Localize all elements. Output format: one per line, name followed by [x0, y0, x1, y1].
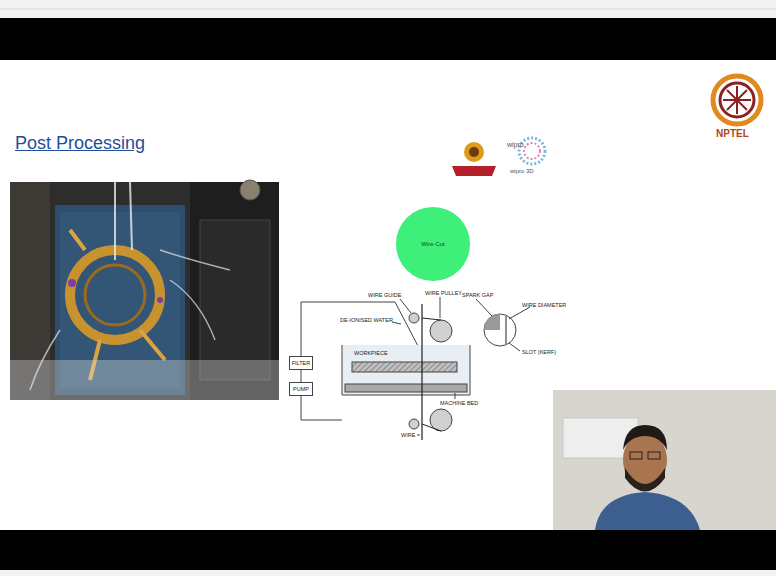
logo-text: wipro 3D	[510, 168, 534, 175]
top-bar	[0, 18, 776, 60]
node-label: Wire Cut	[421, 241, 444, 247]
wire-guide	[409, 313, 419, 323]
bottom-strip	[0, 570, 776, 576]
pipe-connector	[301, 370, 302, 382]
filter-box: FILTER	[289, 356, 313, 370]
detail-circle	[484, 314, 516, 346]
logo-text: NPTEL	[716, 128, 749, 139]
institute-logo	[452, 142, 496, 176]
top-strip	[0, 0, 776, 18]
machine-bed	[345, 384, 467, 392]
part-label: WIRE DIAMETER	[522, 302, 566, 308]
wire-guide-lower	[409, 419, 419, 429]
part-label: DE-IONISED WATER	[340, 317, 393, 323]
part-label: SPARK GAP	[462, 292, 493, 298]
tank	[342, 345, 470, 395]
wire-pulley	[430, 320, 452, 342]
webcam-inset	[553, 390, 776, 530]
process-circle: Wire Cut	[396, 207, 470, 281]
top-ruler	[0, 9, 776, 10]
wire-line	[421, 304, 422, 440]
part-label: MACHINE BED	[440, 400, 478, 406]
node-label: PUMP	[293, 386, 309, 392]
part-label: WORKPIECE	[354, 350, 388, 356]
logo-text: wipro	[507, 141, 524, 149]
pump-box: PUMP	[289, 382, 313, 396]
wire-edm-schematic	[301, 297, 530, 440]
nptel-logo	[713, 76, 761, 124]
workpiece	[352, 362, 457, 372]
machine-photo	[10, 180, 279, 400]
part-label: WIRE PULLEY	[425, 290, 462, 296]
slide-title: Post Processing	[15, 133, 145, 154]
part-label: WIRE	[401, 432, 415, 438]
bottom-bar	[0, 530, 776, 570]
part-label: SLOT (KERF)	[522, 349, 556, 355]
part-label: WIRE GUIDE	[368, 292, 401, 298]
node-label: FILTER	[292, 360, 311, 366]
return-pipe	[301, 396, 342, 420]
